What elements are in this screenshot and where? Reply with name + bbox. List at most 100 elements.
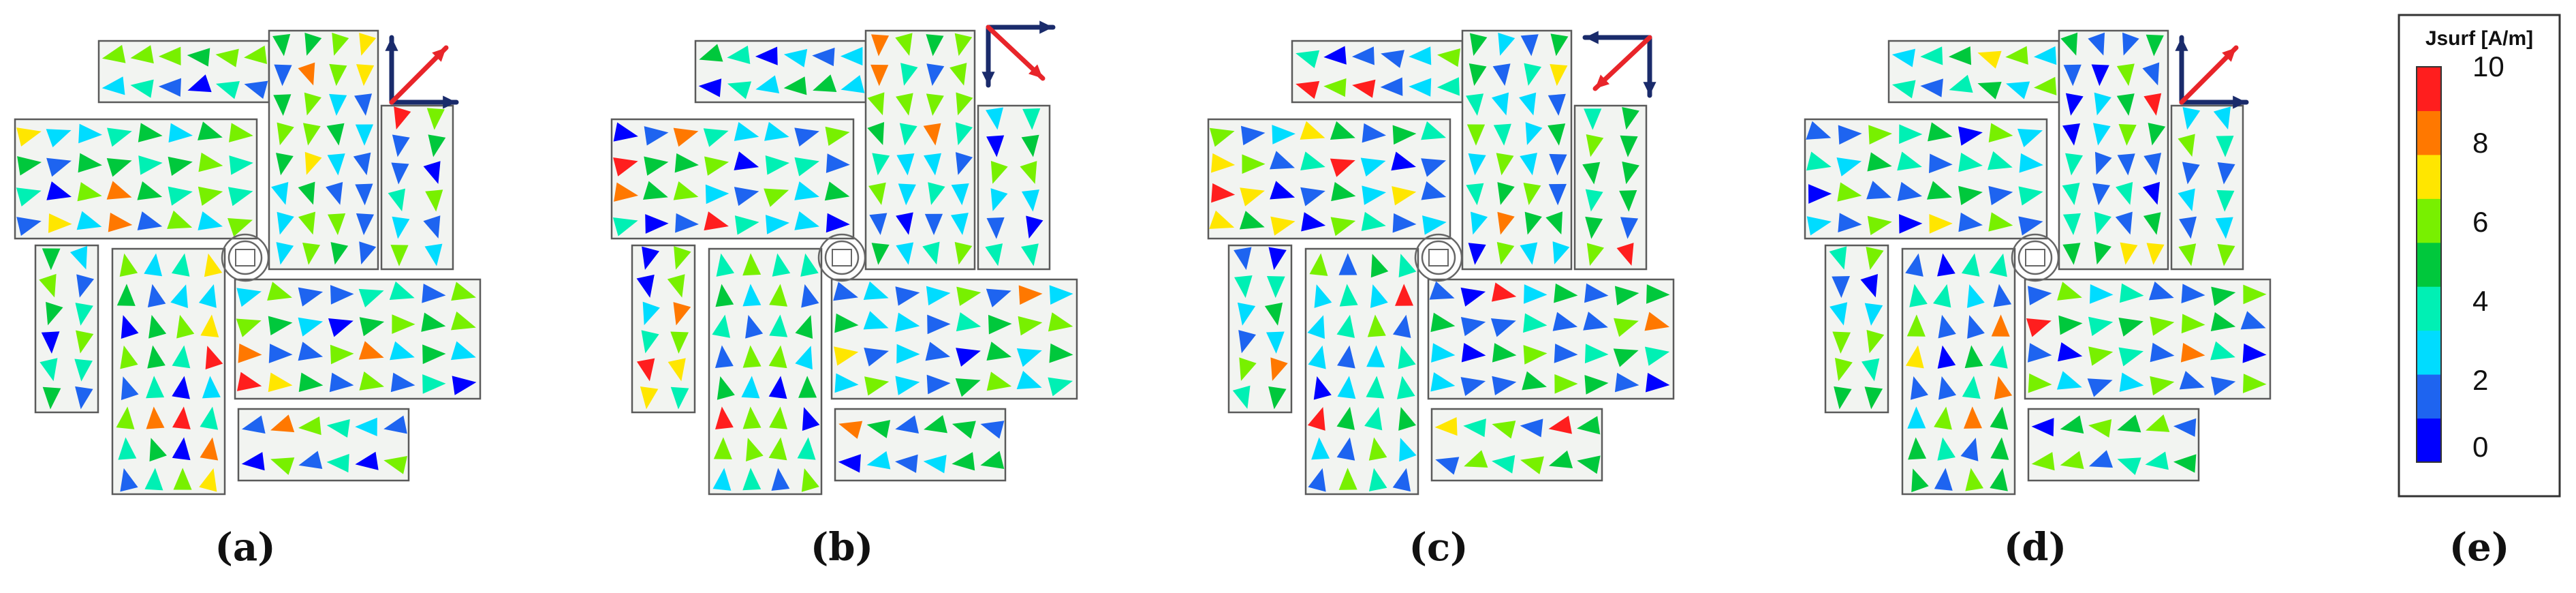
current-vector-arrow [328,318,354,337]
current-vector-arrow [795,346,813,370]
current-vector-arrow [1300,187,1325,207]
current-vector-arrow [1958,126,1983,146]
patch-outline [1227,244,1293,414]
current-vector-arrow [825,126,850,146]
current-vector-arrow [801,468,819,492]
antenna-patch [1304,247,1419,496]
legend-color-bar [2416,66,2442,463]
current-vector-arrow [391,162,409,185]
current-vector-arrow [1238,330,1257,354]
current-vector-arrow [1272,125,1295,145]
current-vector-arrow [2115,211,2133,235]
current-vector-arrow [895,376,920,395]
current-vector-arrow [895,33,913,56]
current-vector-arrow [1437,48,1461,67]
current-vector-arrow [1554,374,1578,394]
current-vector-arrow [388,188,406,212]
current-vector-arrow [268,344,293,363]
feed-ring-inner [824,240,860,275]
current-vector-arrow [329,63,347,87]
current-vector-arrow [2018,216,2043,236]
current-vector-arrow [116,406,135,429]
current-vector-arrow [1366,376,1385,399]
current-vector-arrow [1237,302,1256,326]
current-vector-arrow [824,181,850,201]
current-vector-arrow [1398,345,1416,369]
current-vector-arrow [802,407,820,431]
current-vector-arrow [1977,81,2002,100]
current-vector-arrow [176,314,195,339]
axis-arrow-head [1039,20,1053,34]
antenna-patch [2170,104,2244,271]
current-vector-arrow [613,157,638,177]
current-vector-arrow [359,371,385,391]
current-vector-arrow [1337,376,1356,399]
current-vector-arrow [1614,318,1639,337]
antenna-patch [977,104,1051,271]
current-vector-arrow [636,358,655,382]
current-vector-arrow [76,330,94,354]
current-vector-arrow [2178,243,2197,267]
legend-color-cell [2417,286,2441,331]
current-vector-arrow [74,359,93,382]
current-vector-arrow [121,315,139,339]
current-vector-arrow [1991,314,2010,337]
current-vector-arrow [713,437,732,459]
current-vector-arrow [956,312,981,332]
current-vector-arrow [1586,134,1604,157]
current-vector-arrow [2117,414,2141,433]
current-vector-arrow [2146,34,2164,57]
current-vector-arrow [2216,189,2235,212]
current-vector-arrow [1937,345,1956,369]
current-vector-arrow [1392,314,1411,338]
feed-port [1428,249,1449,267]
current-vector-arrow [1548,93,1566,116]
current-vector-arrow [674,153,699,173]
current-vector-arrow [1554,283,1578,303]
current-vector-arrow [77,182,102,202]
current-vector-arrow [1899,214,1923,234]
current-vector-arrow [716,253,735,277]
current-vector-arrow [2142,181,2161,205]
current-vector-arrow [924,213,943,235]
current-vector-arrow [1994,376,2013,400]
current-vector-arrow [1497,182,1515,205]
current-vector-arrow [674,246,691,270]
current-vector-arrow [2062,183,2080,206]
current-vector-arrow [812,47,835,67]
current-vector-arrow [898,183,916,206]
feed-ring-inner [2017,240,2053,275]
current-vector-arrow [642,246,660,270]
current-vector-arrow [2118,347,2144,367]
current-vector-arrow [1829,246,1847,270]
current-vector-arrow [986,217,1005,239]
current-vector-arrow [199,468,217,492]
current-vector-arrow [795,315,813,339]
current-vector-arrow [120,468,138,492]
current-vector-arrow [1323,78,1347,97]
current-vector-arrow [421,312,446,332]
current-vector-arrow [673,181,699,200]
current-vector-arrow [2094,241,2111,265]
current-vector-arrow [1049,343,1073,363]
current-vector-arrow [1381,50,1404,68]
current-vector-arrow [1492,421,1516,439]
current-vector-arrow [1026,215,1043,239]
current-vector-arrow [173,468,192,490]
current-vector-arrow [198,121,223,140]
legend-bar-frame [2416,66,2442,463]
current-vector-arrow [187,48,210,67]
current-vector-arrow [746,438,764,462]
current-vector-arrow [451,282,476,301]
current-vector-arrow [645,214,669,234]
current-vector-arrow [1021,189,1039,212]
current-vector-arrow [356,64,375,87]
current-vector-arrow [923,123,941,146]
current-vector-arrow [1990,437,2009,460]
antenna-patch [380,104,454,271]
current-vector-arrow [894,454,918,473]
current-vector-arrow [1838,213,1862,232]
current-vector-arrow [643,181,668,200]
current-vector-arrow [896,344,920,364]
current-vector-arrow [2148,123,2166,146]
